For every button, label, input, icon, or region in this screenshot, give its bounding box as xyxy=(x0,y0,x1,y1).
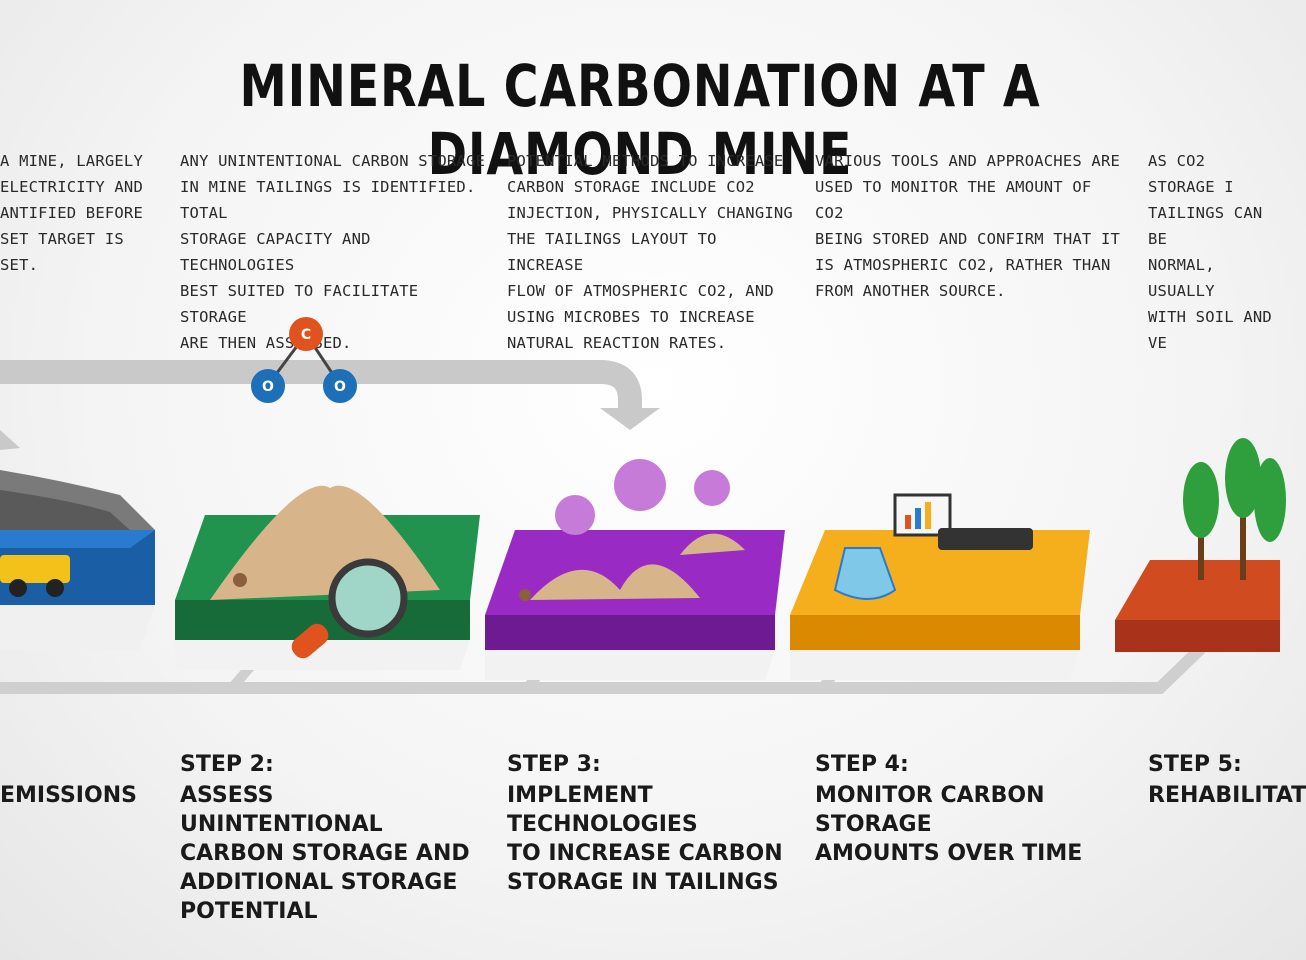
molecule-oxygen-left-label: O xyxy=(262,379,274,395)
co2-molecule-icon: C O O xyxy=(251,317,357,403)
step-4-description: VARIOUS TOOLS AND APPROACHES ARE USED TO… xyxy=(815,152,1121,300)
microbe-bubble-icon xyxy=(694,470,730,506)
step-2-number: STEP 2: xyxy=(180,752,274,777)
microbe-bubble-icon xyxy=(555,495,595,535)
step-5-platform xyxy=(1115,438,1286,652)
microbe-bubble-icon xyxy=(614,459,666,511)
step-3-number: STEP 3: xyxy=(507,752,601,777)
step-3-platform xyxy=(485,459,785,680)
tailings-pile-icon xyxy=(680,533,745,555)
step-4-platform xyxy=(790,493,1090,680)
molecule-oxygen-right-label: O xyxy=(334,379,346,395)
step-1-description: A MINE, LARGELY ELECTRICITY AND ANTIFIED… xyxy=(0,152,143,274)
step-2-platform xyxy=(175,485,480,670)
step-5-number: STEP 5: xyxy=(1148,752,1242,777)
step-5-title: REHABILITAT xyxy=(1148,783,1306,808)
step-3-description: POTENTIAL METHODS TO INCREASE CARBON STO… xyxy=(507,152,793,352)
step-2-title: ASSESS UNINTENTIONAL CARBON STORAGE AND … xyxy=(180,783,470,924)
arrow-head-icon xyxy=(600,408,660,430)
step-4-title: MONITOR CARBON STORAGE AMOUNTS OVER TIME xyxy=(815,783,1083,866)
co2-flow-arrow xyxy=(0,360,660,450)
step-1-title: EMISSIONS xyxy=(0,783,137,808)
haul-truck-icon xyxy=(0,555,70,583)
step-3-title: IMPLEMENT TECHNOLOGIES TO INCREASE CARBO… xyxy=(507,783,783,895)
molecule-carbon-label: C xyxy=(301,327,311,343)
trees-icon xyxy=(1183,438,1286,580)
step-5-description: AS CO2 STORAGE I TAILINGS CAN BE NORMAL,… xyxy=(1148,152,1272,352)
laptop-icon xyxy=(938,528,1033,550)
sample-flask-icon xyxy=(833,547,897,600)
magnifying-glass-icon xyxy=(328,558,408,638)
step-2-description: ANY UNINTENTIONAL CARBON STORAGE IN MINE… xyxy=(180,152,486,352)
page-title: MINERAL CARBONATION AT A DIAMOND MINE xyxy=(239,52,1041,188)
step-1-platform xyxy=(0,470,155,650)
step-4-number: STEP 4: xyxy=(815,752,909,777)
